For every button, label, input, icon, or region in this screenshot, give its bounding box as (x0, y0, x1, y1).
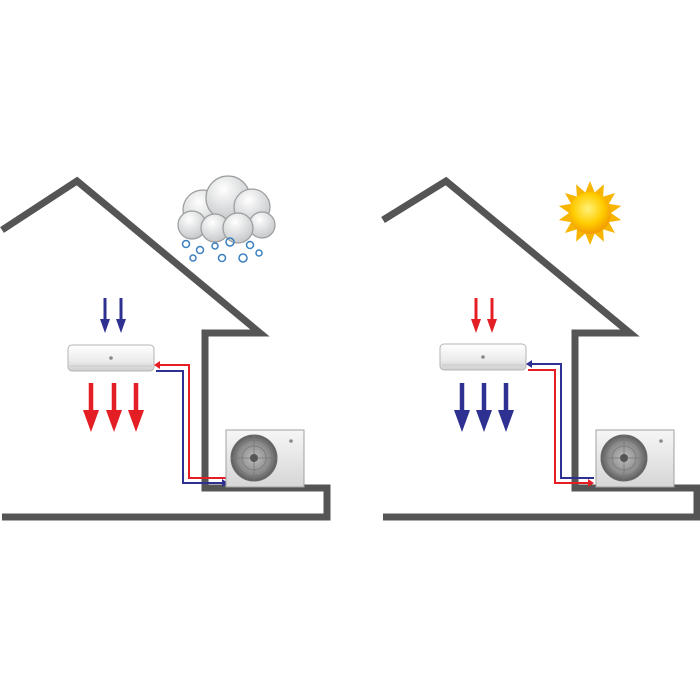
panel-cooling (381, 176, 700, 521)
down-arrow (128, 383, 144, 432)
refrigerant-pipes (526, 360, 594, 487)
outdoor-unit (595, 429, 675, 488)
refrigerant-pipes (154, 361, 228, 487)
sun-icon (558, 181, 622, 245)
sun-disc (569, 192, 611, 234)
down-arrow (471, 298, 481, 333)
indoor-unit (439, 343, 527, 371)
indoor-output-arrows (83, 383, 144, 432)
indoor-input-arrows (100, 298, 126, 333)
snow-cloud-icon (177, 175, 276, 263)
down-arrow (487, 298, 497, 333)
down-arrow (116, 298, 126, 333)
down-arrow (476, 383, 492, 432)
down-arrow (106, 383, 122, 432)
outdoor-unit (225, 429, 305, 488)
panel-heating (0, 175, 331, 521)
house-outline (381, 176, 700, 521)
indoor-unit (67, 344, 155, 372)
indoor-input-arrows (471, 298, 497, 333)
house-outline (0, 176, 331, 521)
down-arrow (454, 383, 470, 432)
indoor-output-arrows (454, 383, 514, 432)
down-arrow (498, 383, 514, 432)
down-arrow (100, 298, 110, 333)
down-arrow (83, 383, 99, 432)
